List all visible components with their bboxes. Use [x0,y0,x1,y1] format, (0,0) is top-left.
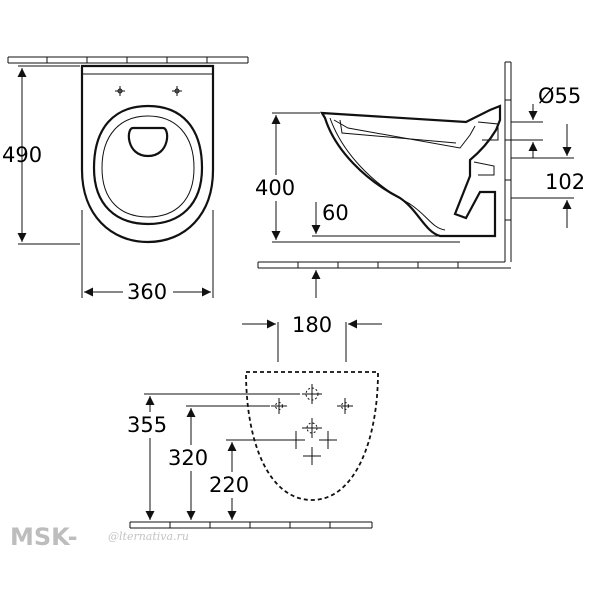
side-view: 400 60 Ø55 102 [252,61,590,298]
front-view: 490 360 [2,56,249,304]
dim-102-label: 102 [545,170,585,194]
dim-d55-label: Ø55 [538,84,581,108]
watermark-brand: MSK- [10,523,78,551]
dim-355-label: 355 [127,413,167,437]
watermark: MSK- @lternativa.ru [10,523,189,551]
dim-180-label: 180 [292,313,332,337]
side-wall [504,61,512,262]
fixing-dashed-outline [245,371,379,501]
front-seat-rim [92,104,204,226]
dim-60-label: 60 [322,201,349,225]
side-bowl-profile [319,104,502,238]
dim-220-label: 220 [209,473,249,497]
fixing-floor-bar [129,521,373,529]
side-bowl-inner [333,119,476,149]
dim-360-label: 360 [127,280,167,304]
front-bowl-opening [127,126,169,158]
watermark-brand-script: @lternativa.ru [108,530,189,543]
front-mounting-holes [115,86,182,96]
fixing-points [271,384,353,465]
fixing-view: 180 [124,313,382,529]
side-floor-bar [257,261,511,269]
dim-490-label: 490 [2,143,42,167]
dim-400-label: 400 [255,176,295,200]
front-bowl-outline [80,64,215,244]
dim-320-label: 320 [168,446,208,470]
front-wall-bar [7,56,249,64]
